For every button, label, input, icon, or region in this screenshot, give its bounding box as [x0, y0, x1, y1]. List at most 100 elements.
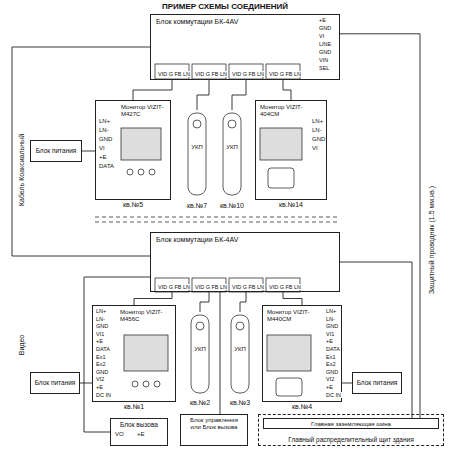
pin-label: Ex1	[95, 354, 106, 360]
pin-label: VI	[98, 145, 106, 152]
pin-label: DC IN	[325, 392, 342, 398]
monitor-screen	[121, 128, 161, 160]
wire	[12, 47, 150, 256]
pin-label: VID G FB LN	[231, 284, 265, 290]
pin-label: LN-	[98, 127, 110, 134]
control-unit: Блок управления или Блок вызова	[180, 414, 248, 446]
pin-label: GND	[318, 49, 332, 55]
handset-body	[188, 113, 206, 195]
pin-label: VI	[318, 33, 325, 39]
handset: УКПкв.№10	[220, 110, 244, 200]
pin-label: LN-	[311, 127, 323, 134]
handset: УКПкв.№3	[228, 312, 252, 397]
handset-body	[223, 113, 241, 195]
handset-body	[191, 315, 209, 393]
monitor-handset	[276, 378, 302, 396]
pin-label: LN+	[98, 118, 111, 125]
distribution-board: Главный распределительный щит здания Глав…	[258, 414, 444, 446]
handset-earpiece	[193, 120, 201, 128]
pin-label: GND	[98, 136, 113, 143]
handset-earpiece	[228, 120, 236, 128]
node-title: УКП	[193, 346, 207, 353]
pin-label: +E	[136, 431, 146, 438]
pin-label: VI1	[325, 331, 335, 337]
apartment-number: кв.№2	[189, 399, 211, 407]
wire-caption: Кабель Коаксиальный	[18, 133, 26, 207]
wire	[283, 80, 291, 100]
apartment-number: кв.№7	[186, 202, 208, 210]
pin-label: SEL	[318, 65, 330, 71]
pin-label: +E	[95, 338, 104, 344]
power-supply: Блок питания	[30, 372, 80, 394]
monitor-button	[127, 169, 133, 175]
monitor-button	[149, 169, 155, 175]
pin-label: DATA	[95, 346, 111, 352]
apartment-number: кв.№3	[229, 399, 251, 407]
section-separator	[95, 217, 340, 218]
pin-label: VID G FB LN	[268, 71, 302, 77]
node-title: Блок питания	[35, 147, 78, 154]
handset-earpiece	[236, 322, 244, 330]
pin-label: GND	[325, 323, 339, 329]
power-supply: Блок питания	[352, 372, 402, 394]
wire	[133, 80, 172, 100]
diagram-title: ПРИМЕР СХЕМЫ СОЕДИНЕНИЙ	[0, 2, 450, 11]
apartment-number: кв.№5	[122, 201, 144, 209]
node-title: Блок питания	[356, 379, 399, 386]
pin-label: LN-	[325, 316, 336, 322]
node-title: Монитор VIZIT-M427C	[120, 104, 168, 118]
node-title: Монитор VIZIT-M440CM	[266, 309, 324, 323]
node-title: УКП	[233, 346, 247, 353]
pin-label: +E	[98, 154, 108, 161]
node-title: Монитор VIZIT-404CM	[259, 104, 311, 118]
pin-label: LN+	[95, 308, 107, 314]
wire	[84, 277, 150, 432]
node-title: Блок питания	[34, 379, 77, 386]
pin-label: +E	[325, 338, 334, 344]
node-title: Главная заземляющая шина	[310, 420, 392, 427]
monitor-screen	[260, 128, 302, 160]
pin-label: Ex2	[95, 361, 106, 367]
switch-unit: Блок коммутации БК-4AV	[150, 232, 340, 292]
ground-bus: Главная заземляющая шина	[263, 418, 439, 429]
node-title: Блок коммутации БК-4AV	[155, 236, 247, 244]
handset-body	[231, 315, 249, 393]
pin-label: Ex2	[325, 361, 336, 367]
wire	[134, 292, 172, 305]
node-title: Монитор VIZIT-M456C	[119, 309, 173, 323]
pin-label: VO	[114, 431, 125, 438]
pin-label: GND	[325, 369, 339, 375]
monitor-button	[143, 381, 149, 387]
wire	[200, 292, 209, 312]
handset: УКПкв.№7	[185, 110, 209, 200]
pin-label: LN+	[311, 118, 324, 125]
pin-label: VIN	[318, 57, 329, 63]
handset: УКПкв.№2	[188, 312, 212, 397]
pin-label: VI	[311, 145, 319, 152]
wire-caption: Защитный проводник (1.5 мм.кв.)	[428, 185, 436, 295]
monitor: Монитор VIZIT-M427Cкв.№5	[95, 100, 171, 200]
monitor-screen	[124, 335, 168, 371]
pin-label: LN-	[95, 316, 106, 322]
pin-label: DATA	[98, 163, 115, 170]
wire	[82, 151, 95, 152]
pin-label: GND	[95, 369, 109, 375]
monitor-button	[132, 381, 138, 387]
pin-label: Ex1	[325, 354, 336, 360]
pin-label: +E	[95, 384, 104, 390]
wire	[283, 292, 302, 305]
wire	[240, 292, 246, 312]
node-title: Главный распределительный щит здания	[287, 436, 414, 443]
wire	[80, 383, 92, 384]
handset-earpiece	[196, 322, 204, 330]
pin-label: GND	[311, 136, 326, 143]
apartment-number: кв.№10	[219, 202, 245, 210]
power-supply: Блок питания	[30, 140, 82, 162]
wire-caption: Видео	[18, 334, 26, 356]
node-title: Блок коммутации БК-4AV	[155, 18, 247, 26]
wire	[197, 80, 209, 110]
pin-label: +E	[325, 384, 334, 390]
section-separator	[95, 222, 340, 223]
node-title: УКП	[190, 144, 204, 151]
